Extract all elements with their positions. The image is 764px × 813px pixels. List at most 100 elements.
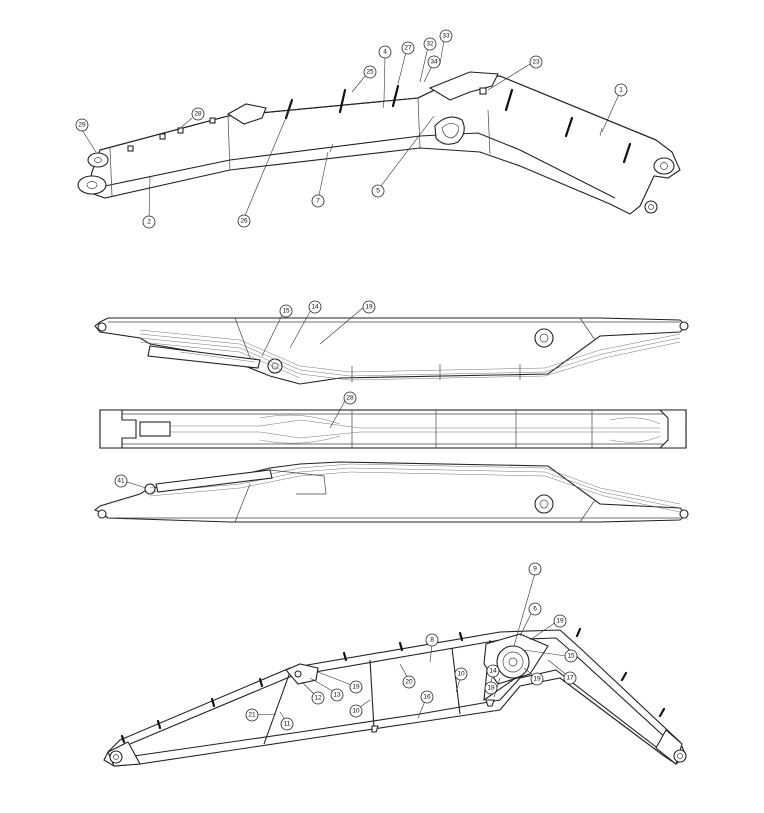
callout-label: 15: [282, 308, 290, 315]
weld-mark: [338, 88, 347, 114]
weld-mark: [504, 88, 514, 112]
weld-mark: [622, 142, 632, 164]
callout-label: 15: [567, 653, 575, 660]
leader-line: [529, 621, 557, 641]
section-tip-bore: [677, 753, 683, 759]
hydraulic-line: [149, 467, 681, 509]
callout-bubble: 28: [191, 107, 205, 121]
plan-tip-fork: [658, 409, 687, 449]
leader-line: [419, 46, 429, 83]
top-plan-view: 28: [99, 391, 687, 449]
hydraulic-line: [139, 337, 681, 381]
diaphragm: [263, 671, 291, 745]
callout-label: 8: [430, 637, 434, 644]
panel-seam: [109, 147, 113, 197]
face-arrow: [329, 143, 334, 153]
callout-bubble: 2: [142, 215, 156, 229]
plan-foot-fork: [99, 409, 137, 449]
plan-hose: [259, 414, 341, 425]
leader-line: [177, 117, 193, 131]
hydraulic-line: [139, 329, 681, 373]
side2-cyl-pin: [144, 483, 156, 495]
callout-bubble: 14: [308, 300, 322, 314]
callout-label: 11: [284, 721, 291, 728]
leader-line: [519, 609, 534, 637]
cylinder-bracket-inner: [441, 123, 459, 139]
boom-cyl-boss-ring: [502, 651, 524, 673]
side2-tip-pin: [679, 509, 689, 519]
plan-hose: [609, 417, 661, 425]
boom-foot-bore: [86, 181, 98, 189]
callout-label: 23: [532, 59, 540, 66]
fitting: [177, 127, 184, 134]
callout-label: 14: [311, 304, 319, 311]
callout-bubble: 15: [564, 649, 578, 663]
plan-centerline-lines: [140, 431, 660, 439]
plan-hose: [259, 435, 341, 444]
leader-line: [261, 310, 285, 357]
section-foot-pin: [109, 750, 123, 764]
callout-label: 29: [78, 122, 86, 129]
side-tip-pin: [679, 321, 689, 331]
leader-line: [126, 481, 147, 489]
callout-bubble: 12: [311, 691, 325, 705]
callout-label: 19: [352, 684, 360, 691]
callout-bubble: 5: [371, 184, 385, 198]
callout-bubble: 21: [245, 708, 259, 722]
leader-line: [487, 63, 531, 91]
foot-bracket: [285, 663, 319, 685]
callout-label: 14: [489, 668, 497, 675]
callout-label: 5: [376, 188, 380, 195]
callout-label: 10: [457, 671, 465, 678]
callout-bubble: 19: [362, 300, 376, 314]
side2-foot-pin: [97, 509, 107, 519]
callout-bubble: 19: [349, 680, 363, 694]
callout-label: 16: [423, 694, 431, 701]
callout-label: 18: [487, 685, 495, 692]
leader-line: [397, 51, 407, 85]
callout-label: 21: [248, 712, 256, 719]
fitting: [159, 133, 166, 140]
callout-bubble: 26: [237, 214, 251, 228]
callout-bubble: 32: [423, 37, 437, 51]
fitting: [209, 117, 216, 124]
leader-line: [429, 644, 433, 663]
lug: [485, 699, 495, 707]
top-bracket: [428, 71, 499, 101]
callout-label: 13: [333, 692, 341, 699]
stud: [342, 651, 348, 662]
boom-foot-bore-upper: [94, 157, 102, 163]
callout-label: 4: [383, 49, 387, 56]
callout-bubble: 23: [529, 55, 543, 69]
callout-label: 28: [346, 395, 354, 402]
side-pivot-boss: [534, 328, 554, 348]
callout-bubble: 14: [486, 664, 500, 678]
callout-bubble: 20: [402, 675, 416, 689]
fitting: [479, 87, 487, 95]
panel-seam: [417, 97, 421, 149]
callout-label: 19: [365, 304, 373, 311]
plan-body-outline: [99, 409, 687, 449]
callout-bubble: 15: [279, 304, 293, 318]
section-boom-view: 9 6 19 8 15 10 14 18 19 17 20 19 13 12 2…: [103, 562, 687, 767]
leader-line: [383, 55, 386, 101]
foot-bracket-pin: [294, 670, 302, 678]
callout-label: 41: [117, 478, 125, 485]
boom-foot-boss: [77, 175, 107, 195]
leader-line: [243, 107, 291, 219]
callout-label: 19: [556, 618, 564, 625]
hydraulic-line: [149, 471, 681, 513]
callout-bubble: 17: [563, 671, 577, 685]
stud: [120, 734, 126, 744]
leader-line: [513, 572, 536, 647]
opposite-side-view: 41: [93, 461, 689, 523]
stud: [398, 641, 404, 652]
leader-line: [329, 398, 347, 429]
callout-bubble: 29: [75, 118, 89, 132]
stud: [658, 707, 666, 718]
side-foot-pin: [97, 322, 107, 332]
plan-hose: [609, 435, 661, 443]
callout-bubble: 25: [363, 65, 377, 79]
callout-label: 12: [314, 695, 322, 702]
